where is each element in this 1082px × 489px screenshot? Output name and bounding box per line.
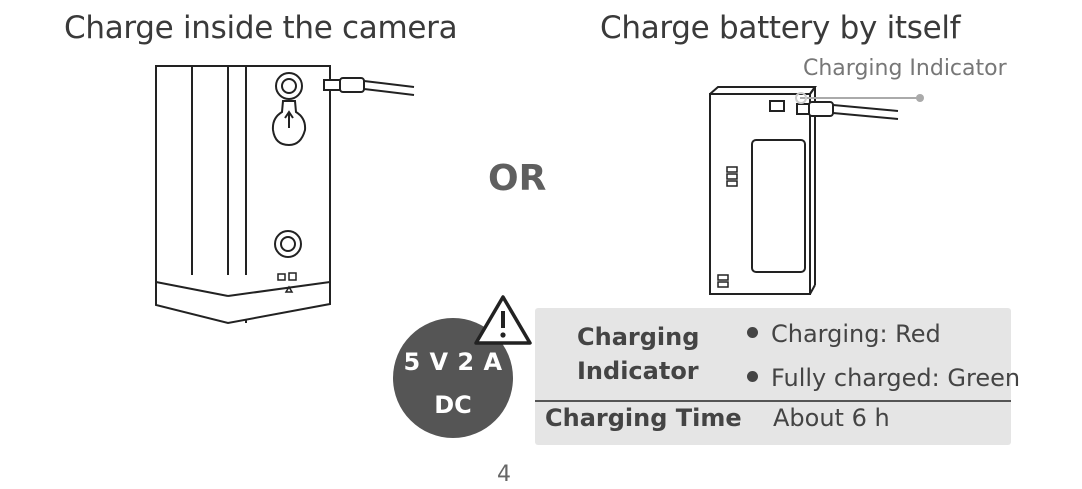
charging-indicator-callout: Charging Indicator (803, 56, 1007, 81)
status-text-charging: Charging: Red (771, 320, 941, 348)
usb-cable-battery (796, 101, 899, 120)
status-item-fully-charged: Fully charged: Green (747, 364, 1020, 392)
table-divider (535, 400, 1011, 402)
indicator-leader-line (795, 92, 924, 104)
camera-illustration (155, 65, 331, 325)
voltage-label: 5 V 2 A (403, 348, 503, 376)
charging-time-value: About 6 h (773, 404, 890, 432)
dc-label: DC (434, 391, 472, 419)
charging-time-label: Charging Time (545, 404, 742, 432)
indicator-label-line-1: Charging (577, 323, 700, 351)
status-text-fully-charged: Fully charged: Green (771, 364, 1021, 392)
page-number: 4 (497, 462, 511, 487)
charging-info-table: Charging Indicator Charging: Red Fully c… (535, 308, 1020, 445)
battery-illustration (709, 86, 817, 295)
bullet-dot-icon (747, 370, 758, 382)
or-label: OR (488, 158, 547, 199)
heading-charge-battery-itself: Charge battery by itself (600, 10, 961, 46)
charging-indicator-label: Charging Indicator (577, 320, 699, 388)
heading-charge-inside-camera: Charge inside the camera (64, 10, 458, 46)
status-item-charging: Charging: Red (747, 320, 941, 348)
indicator-label-line-2: Indicator (577, 357, 699, 385)
warning-icon (474, 295, 532, 345)
bullet-dot-icon (747, 326, 758, 338)
usb-cable-camera (323, 77, 415, 96)
